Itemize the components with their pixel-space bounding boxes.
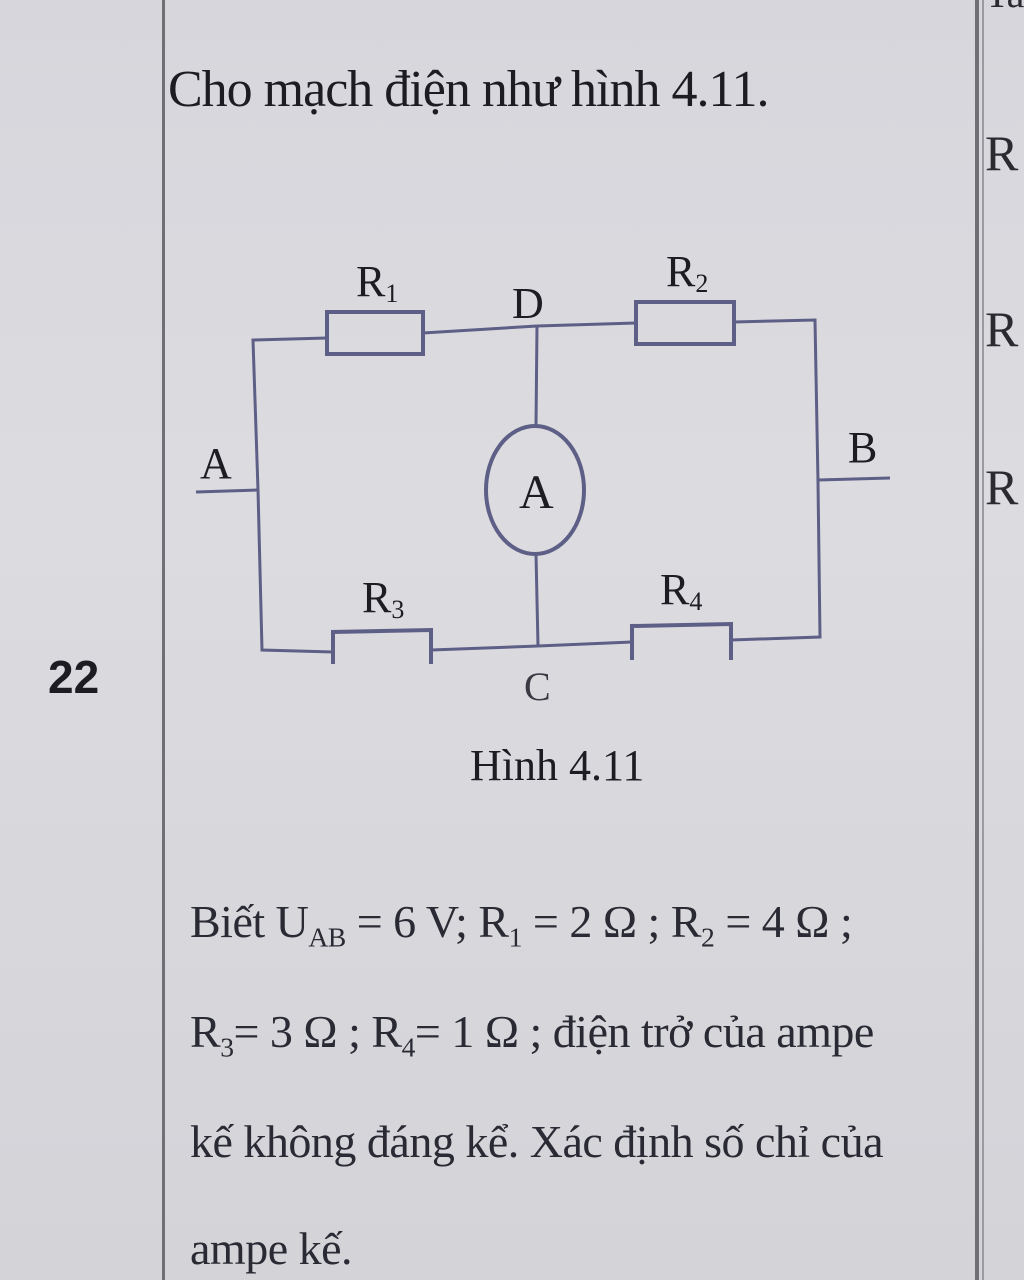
- wire-a-r3: [256, 489, 334, 654]
- right-column-item-1: R: [985, 125, 1019, 181]
- label-r4: R4: [660, 565, 702, 616]
- resistor-r2: [634, 300, 736, 346]
- label-c: C: [524, 664, 551, 709]
- terminal-b-lead: [817, 476, 891, 482]
- wire-r2-b: [733, 318, 820, 483]
- wire-a-r1: [251, 336, 328, 491]
- resistor-r3: [331, 627, 433, 664]
- ammeter-circle: [484, 424, 586, 556]
- label-d: D: [512, 279, 544, 328]
- paragraph-line-1: Biết UAB = 6 V; R1 = 2 Ω ; R2 = 4 Ω ;: [190, 896, 853, 953]
- wire-r4-b: [730, 481, 822, 642]
- table-divider-right: [975, 0, 979, 1280]
- resistor-r1: [325, 310, 425, 356]
- wire-d-ammeter: [534, 325, 539, 427]
- label-r2: R2: [666, 247, 708, 298]
- wire-c-r4: [537, 640, 633, 648]
- label-b: B: [848, 423, 877, 472]
- question-heading: Cho mạch điện như hình 4.11.: [168, 61, 770, 118]
- paragraph-line-4: ampe kế.: [190, 1223, 353, 1274]
- label-r3: R3: [362, 573, 404, 624]
- terminal-a-lead: [195, 488, 259, 494]
- paragraph-line-3: kế không đáng kể. Xác định số chỉ của: [190, 1116, 884, 1167]
- resistor-r4: [630, 621, 733, 660]
- table-divider-left: [162, 0, 165, 1280]
- paragraph-line-2: R3= 3 Ω ; R4= 1 Ω ; điện trở của ampe: [190, 1006, 874, 1063]
- wire-r1-d: [422, 324, 538, 335]
- question-number: 22: [48, 651, 100, 703]
- label-a: A: [200, 439, 232, 488]
- wire-ammeter-c: [534, 553, 540, 647]
- label-ammeter: A: [519, 466, 554, 519]
- figure-caption: Hình 4.11: [470, 741, 645, 790]
- right-column-item-2: R: [985, 301, 1019, 357]
- table-divider-right-inner: [982, 0, 984, 1280]
- right-column-heading: Ta: [985, 0, 1024, 17]
- wire-r3-c: [430, 644, 539, 652]
- right-column-item-3: R: [985, 459, 1019, 515]
- label-r1: R1: [356, 257, 398, 308]
- wire-d-r2: [536, 321, 637, 328]
